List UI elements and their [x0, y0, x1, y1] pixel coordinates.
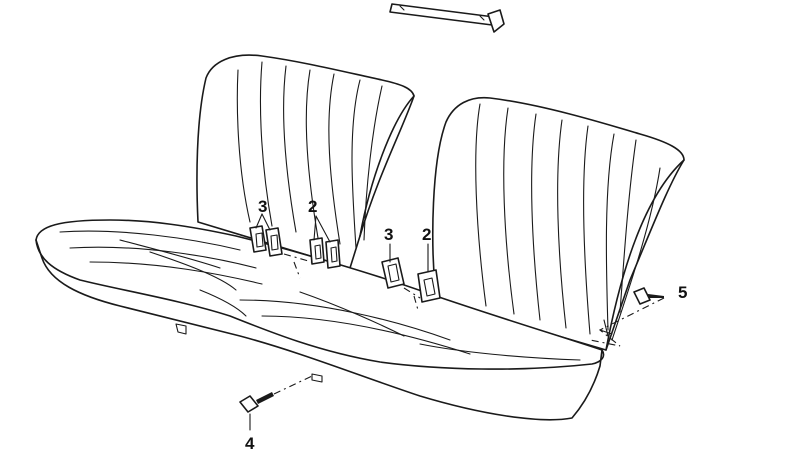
callout-4: 4 — [245, 434, 255, 453]
right-backrest — [432, 96, 685, 351]
buckle-bracket-3-right — [381, 257, 405, 289]
top-trim-strip — [389, 3, 505, 33]
bottom-bolt-4 — [175, 323, 323, 413]
buckle-bracket-2-left — [283, 237, 341, 279]
seat-cushion — [35, 219, 605, 421]
callout-2-left: 2 — [308, 197, 317, 216]
left-backrest — [196, 54, 415, 269]
callout-3-right: 3 — [384, 225, 393, 244]
side-bolt-5 — [589, 287, 665, 347]
callout-5: 5 — [678, 283, 687, 302]
buckle-bracket-3-left — [249, 225, 283, 257]
callout-3-left: 3 — [258, 197, 267, 216]
buckle-bracket-2-right — [403, 269, 441, 311]
leader-lines — [249, 213, 429, 431]
callout-2-right: 2 — [422, 225, 431, 244]
